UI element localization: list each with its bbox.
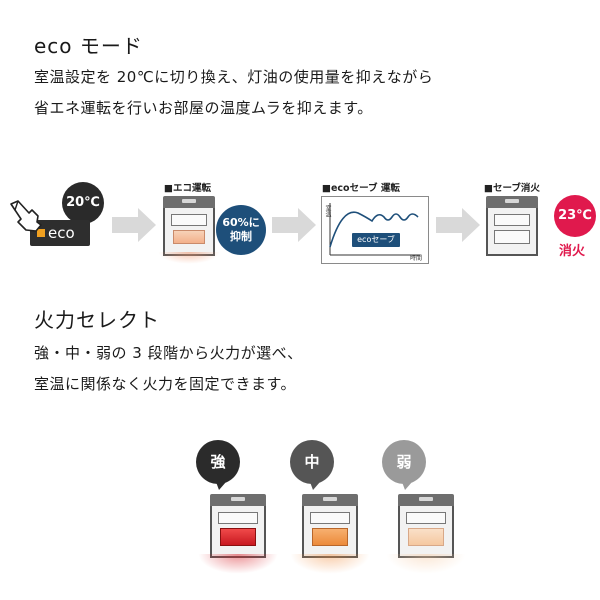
eco-mode-description: 室温設定を 20℃に切り換え、灯油の使用量を抑えながら 省エネ運転を行いお部屋の… [34,62,433,124]
flow-arrow-3-icon [436,208,480,242]
medium-bubble: 中 [290,440,334,484]
bubble-tail-icon [310,482,320,490]
eco-desc-line-1: 室温設定を 20℃に切り換え、灯油の使用量を抑えながら [34,68,434,86]
eco-flow-start: 20℃ eco [8,178,108,258]
weak-flame [408,528,444,546]
step2-tag: ecoセーブ [352,233,400,247]
strong-heater [210,494,266,558]
pointing-hand-icon [10,200,42,232]
step1-label: ■エコ運転 [164,183,211,194]
medium-flame [312,528,348,546]
eco-button-label: eco [48,224,75,242]
step3-label: ■セーブ消火 [484,183,540,194]
step2-label: ■ecoセーブ 運転 [322,183,400,194]
fire-select-description: 強・中・弱の 3 段階から火力が選べ、 室温に関係なく火力を固定できます。 [34,338,303,400]
step3-heater [486,196,538,256]
step1-heater [163,196,215,256]
fire-select-title: 火力セレクト [34,308,160,332]
start-temp-bubble: 20℃ [62,182,104,224]
heater-top [486,196,538,208]
bubble-tail-icon [216,482,226,490]
strong-bubble: 強 [196,440,240,484]
temperature-curve-icon [329,203,420,256]
step1-badge-line-2: 抑制 [230,230,252,243]
fire-desc-line-2: 室温に関係なく火力を固定できます。 [34,375,297,393]
step2-x-axis-label: 時間 [409,255,422,262]
medium-glow [290,554,370,574]
step2-y-axis-label: 室温 [324,205,331,217]
step1-glow [158,252,220,264]
fire-level-medium: 中 [290,440,370,580]
heater-top [163,196,215,208]
weak-glow [386,554,466,574]
weak-heater [398,494,454,558]
fire-desc-line-1: 強・中・弱の 3 段階から火力が選べ、 [34,344,303,362]
extinguish-label: 消火 [559,244,586,259]
medium-heater [302,494,358,558]
eco-button[interactable]: eco [30,220,90,246]
heater-body [163,208,215,256]
end-temp-bubble: 23℃ [554,195,596,237]
step1-badge: 60%に 抑制 [216,205,266,255]
step2-graph: 室温 ecoセーブ 時間 [321,196,429,264]
fire-level-strong: 強 [196,440,278,580]
flow-arrow-1-icon [112,208,156,242]
fire-level-weak: 弱 [382,440,466,580]
eco-desc-line-2: 省エネ運転を行いお部屋の温度ムラを抑えます。 [34,99,373,117]
strong-glow [198,554,278,574]
heater-flame [173,230,205,244]
heater-body [486,208,538,256]
step1-badge-line-1: 60%に [222,216,260,229]
flow-arrow-2-icon [272,208,316,242]
strong-flame [220,528,256,546]
bubble-tail-icon [402,482,412,490]
weak-bubble: 弱 [382,440,426,484]
eco-mode-title: eco モード [34,34,143,58]
eco-button-indicator [37,229,45,237]
